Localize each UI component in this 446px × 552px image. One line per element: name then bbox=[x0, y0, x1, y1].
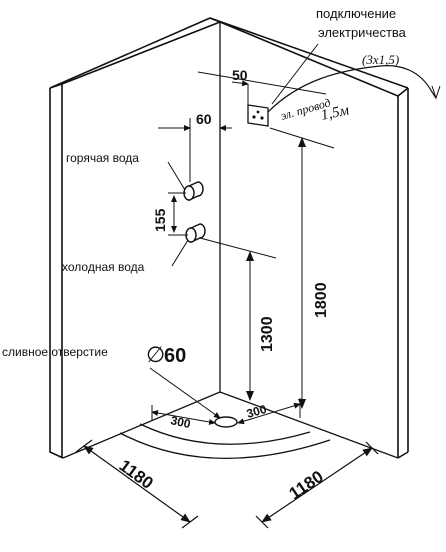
cold-water-leader bbox=[171, 239, 189, 267]
drain-leader bbox=[149, 367, 221, 419]
cold-water-label: холодная вода bbox=[62, 260, 145, 274]
drain-offset-right-label: 300 bbox=[245, 402, 268, 421]
cable-end bbox=[431, 85, 441, 100]
socket-offset-label: 50 bbox=[232, 67, 248, 83]
drain-hole bbox=[214, 416, 238, 428]
pipe-spacing-label: 155 bbox=[152, 208, 168, 232]
pipe-spacing-dim bbox=[168, 192, 188, 236]
hot-water-leader bbox=[167, 161, 186, 191]
cold-pipe-height-dim bbox=[199, 237, 277, 401]
width-right-label: 1180 bbox=[286, 467, 327, 503]
electric-cable bbox=[267, 65, 437, 113]
pipe-offset-dim bbox=[158, 118, 232, 182]
socket-height-label: 1800 bbox=[313, 282, 330, 318]
drain-offset-left-label: 300 bbox=[169, 413, 192, 431]
width-dim-left bbox=[75, 439, 199, 529]
pipe-offset-label: 60 bbox=[196, 111, 212, 127]
drain-size-label: 60 bbox=[164, 345, 186, 367]
drain-diameter-symbol: ∅ bbox=[146, 342, 165, 367]
cold-water-pipe bbox=[185, 223, 206, 244]
hot-water-pipe bbox=[183, 181, 204, 202]
cable-length-label: 1,5м bbox=[320, 102, 351, 124]
drain-label: сливное отверстие bbox=[2, 345, 108, 359]
left-wall bbox=[49, 17, 221, 459]
width-left-label: 1180 bbox=[116, 456, 157, 493]
socket-height-dim bbox=[269, 127, 335, 418]
socket-offset-dim bbox=[197, 71, 327, 105]
cold-pipe-height-label: 1300 bbox=[259, 316, 276, 352]
electric-label-line1: подключение bbox=[316, 6, 396, 21]
drain-dim-left bbox=[151, 405, 216, 425]
width-dim-right bbox=[255, 441, 379, 529]
cable-spec-label: (3x1,5) bbox=[362, 52, 399, 67]
electric-label-line2: электричества bbox=[318, 25, 407, 40]
electric-leader bbox=[271, 43, 319, 105]
right-wall bbox=[209, 17, 409, 459]
hot-water-label: горячая вода bbox=[66, 151, 139, 165]
electric-socket bbox=[247, 104, 269, 127]
